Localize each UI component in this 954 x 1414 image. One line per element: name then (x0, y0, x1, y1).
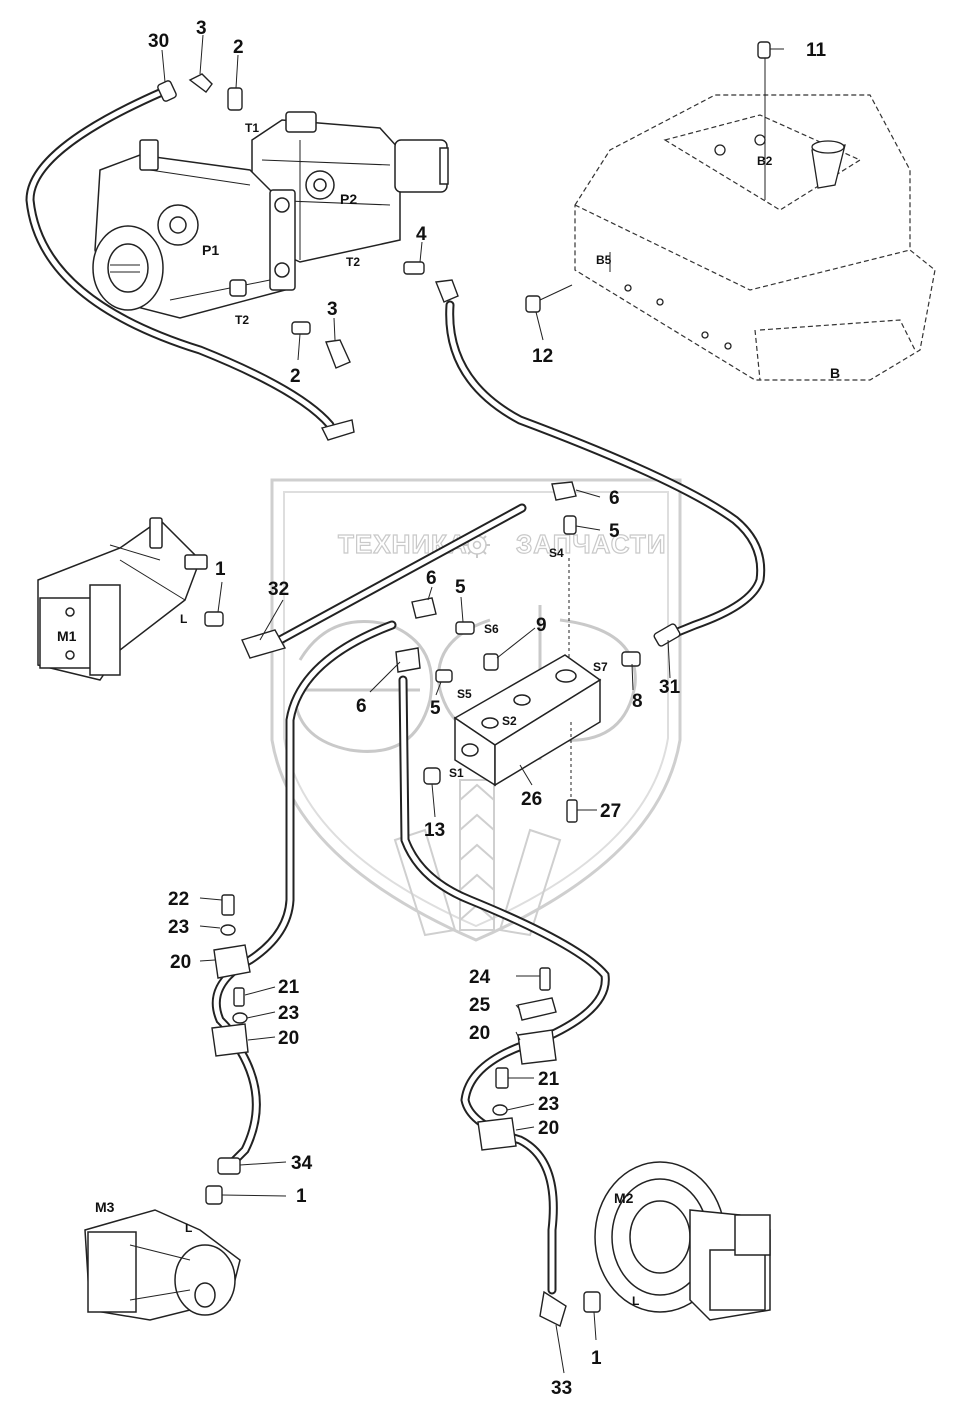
port-s2: S2 (502, 714, 517, 728)
port-l-m2: L (632, 1294, 639, 1308)
p2-label: P2 (340, 191, 357, 207)
callout-2-mid: 2 (290, 366, 301, 387)
callout-6-top: 6 (609, 488, 620, 509)
port-s5: S5 (457, 687, 472, 701)
motor-m2 (594, 1161, 771, 1321)
callout-21-b: 21 (538, 1069, 560, 1090)
m3-labels: M3 L (95, 1199, 192, 1235)
callout-3-mid: 3 (327, 299, 338, 320)
callout-25: 25 (469, 995, 491, 1016)
port-l-m3: L (185, 1221, 192, 1235)
tank-details (624, 134, 846, 350)
tank-labels: B2 B5 B (596, 154, 840, 381)
callout-8: 8 (632, 691, 643, 712)
port-s1: S1 (449, 766, 464, 780)
callout-12: 12 (532, 346, 553, 367)
callout-20-a: 20 (170, 952, 191, 973)
callout-6-low: 6 (356, 696, 367, 717)
watermark-shield-outline (270, 478, 682, 942)
m2-labels: M2 L (614, 1190, 639, 1308)
callout-1-m1: 1 (215, 559, 226, 580)
m3-label: M3 (95, 1199, 115, 1215)
callout-31: 31 (659, 677, 681, 698)
m2-label: M2 (614, 1190, 634, 1206)
valve-block (453, 654, 602, 787)
callout-5-mid: 5 (455, 577, 466, 598)
callout-1-m2: 1 (591, 1348, 602, 1369)
callout-26: 26 (521, 789, 542, 810)
callout-2-top: 2 (233, 37, 244, 58)
tank-label: B (830, 365, 840, 381)
valve-block-port-labels: S1 S2 S4 S5 S6 S7 (449, 546, 608, 780)
m1-label: M1 (57, 628, 77, 644)
callout-24: 24 (469, 967, 491, 988)
watermark-text-right: ЗАПЧАСТИ (516, 529, 667, 559)
callout-20-d: 20 (538, 1118, 559, 1139)
callout-30: 30 (148, 31, 169, 52)
callout-34: 34 (291, 1153, 313, 1174)
callout-5-top: 5 (609, 521, 620, 542)
hose-lines (25, 87, 766, 1295)
callout-3-top: 3 (196, 18, 207, 39)
callout-20-b: 20 (278, 1028, 299, 1049)
callout-13: 13 (424, 820, 445, 841)
port-b5: B5 (596, 253, 612, 267)
port-l-m1: L (180, 612, 187, 626)
callout-33: 33 (551, 1378, 572, 1399)
p1-label: P1 (202, 242, 219, 258)
callout-20-c: 20 (469, 1023, 490, 1044)
motor-m1 (37, 517, 208, 681)
callouts: 30 3 2 11 4 3 2 12 6 5 1 32 6 5 9 31 8 6… (148, 18, 827, 1399)
watermark-shield-inner (283, 491, 669, 928)
callout-21-a: 21 (278, 977, 300, 998)
motor-m3 (84, 1209, 241, 1321)
port-t2-lower: T2 (235, 313, 249, 327)
port-s4: S4 (549, 546, 564, 560)
callout-11: 11 (806, 40, 827, 61)
callout-5-low: 5 (430, 698, 441, 719)
callout-4: 4 (416, 224, 427, 245)
callout-23-a: 23 (168, 917, 189, 938)
pump-assembly (92, 111, 449, 319)
port-s7: S7 (593, 660, 608, 674)
callout-23-b: 23 (278, 1003, 299, 1024)
m1-labels: M1 L (57, 612, 187, 644)
callout-22: 22 (168, 889, 189, 910)
callout-27: 27 (600, 801, 621, 822)
port-t2-upper: T2 (346, 255, 360, 269)
callout-6-mid: 6 (426, 568, 437, 589)
callout-23-c: 23 (538, 1094, 559, 1115)
leader-lines (161, 34, 784, 1374)
hydraulic-tank (574, 94, 936, 381)
watermark-wheat-icon (393, 779, 562, 937)
callout-9: 9 (536, 615, 547, 636)
pump-labels: P1 P2 T1 T2 T2 (202, 121, 360, 327)
hose-31 (445, 300, 766, 641)
callout-1-m3: 1 (296, 1186, 307, 1207)
port-s6: S6 (484, 622, 499, 636)
callout-32: 32 (268, 579, 289, 600)
port-t1: T1 (245, 121, 259, 135)
